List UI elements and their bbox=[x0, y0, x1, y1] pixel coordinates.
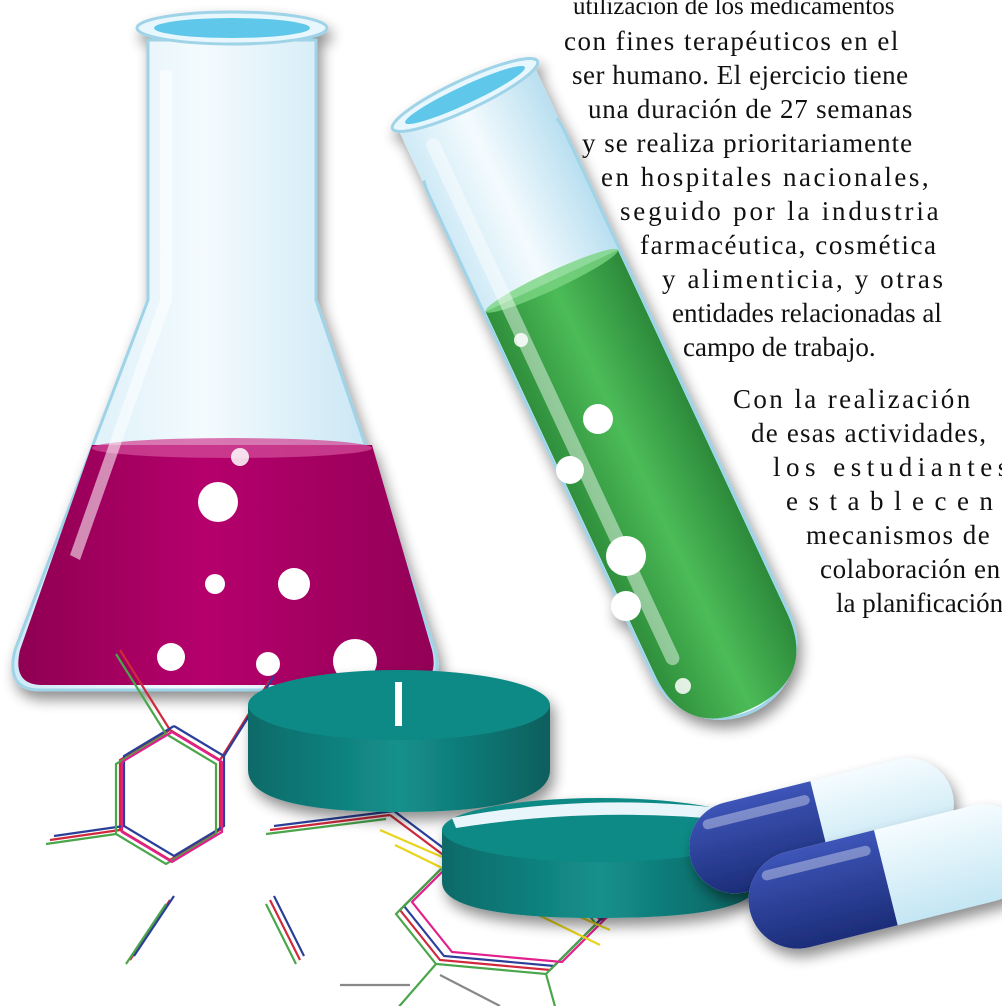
text-line: entidades relacionadas al bbox=[672, 298, 942, 328]
tube-bubbles bbox=[514, 333, 691, 694]
text-line: los estudiantes bbox=[773, 452, 1002, 482]
text-line: y se realiza prioritariamente bbox=[582, 128, 914, 158]
text-line: establecen bbox=[786, 486, 1002, 516]
test-tube bbox=[390, 57, 798, 720]
tube-liquid bbox=[485, 249, 797, 719]
tablet-back bbox=[248, 670, 550, 812]
tablet-front bbox=[442, 798, 758, 918]
text-line: en hospitales nacionales, bbox=[601, 162, 932, 192]
text-line: con fines terapéuticos en el bbox=[564, 26, 900, 56]
text-line: de esas actividades, bbox=[751, 418, 988, 448]
flask-liquid bbox=[18, 445, 434, 685]
text-line: una duración de 27 semanas bbox=[588, 94, 914, 124]
capsule-front bbox=[748, 804, 1002, 949]
text-line: mecanismos de bbox=[806, 520, 992, 550]
text-line: colaboración en bbox=[820, 554, 1001, 584]
text-line: la planificación bbox=[836, 588, 1002, 618]
text-line: ser humano. El ejercicio tiene bbox=[572, 60, 909, 90]
text-line: campo de trabajo. bbox=[683, 332, 876, 362]
text-line: Con la realización bbox=[733, 384, 973, 414]
erlenmeyer-flask bbox=[11, 10, 439, 692]
text-line: y alimenticia, y otras bbox=[662, 264, 946, 294]
text-line: seguido por la industria bbox=[620, 196, 942, 226]
text-line: farmacéutica, cosmética bbox=[640, 230, 938, 260]
text-line: utilización de los medicamentos bbox=[573, 0, 895, 20]
